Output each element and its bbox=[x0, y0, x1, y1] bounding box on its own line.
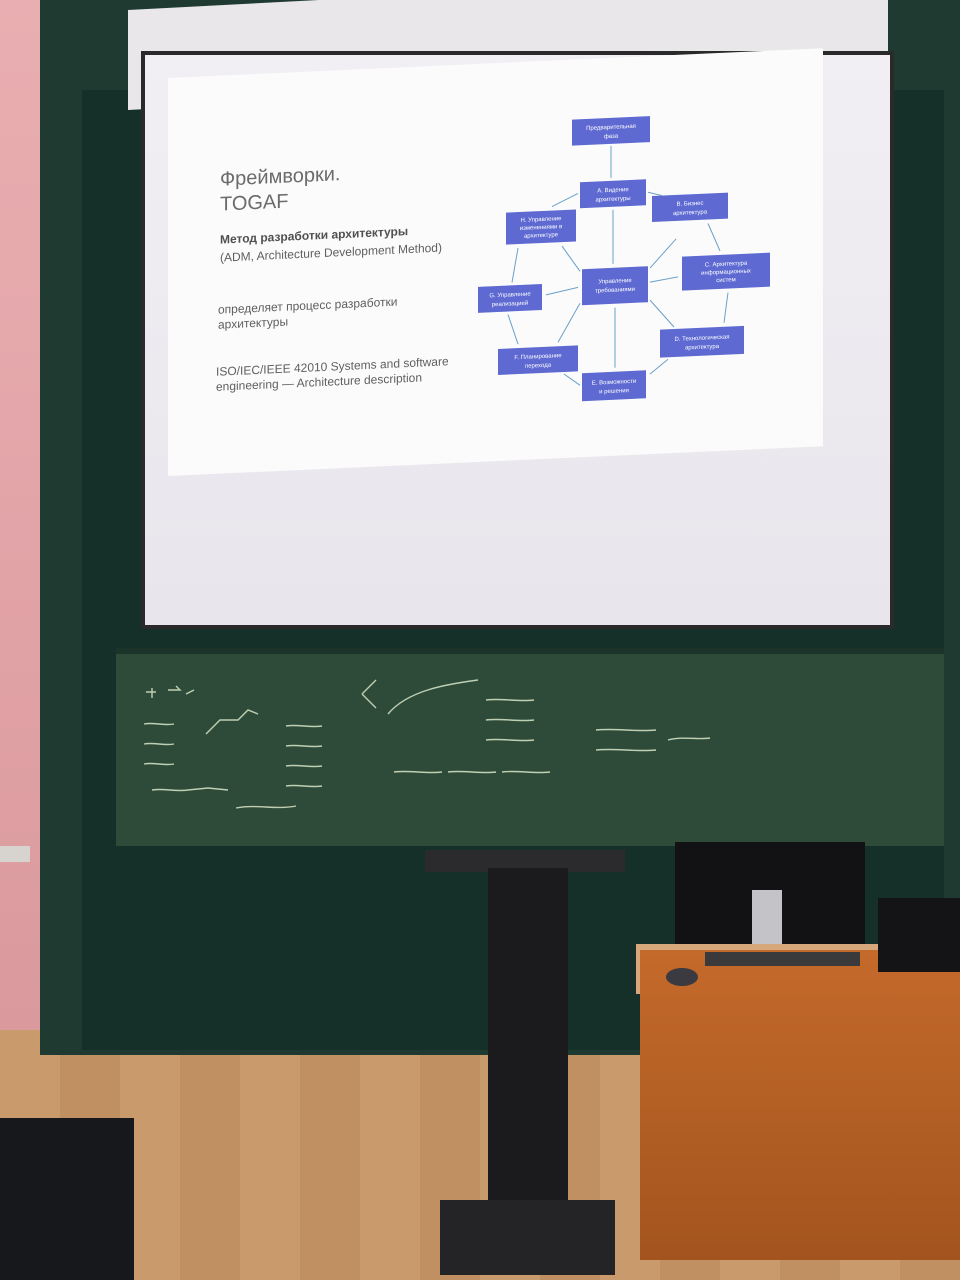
box-g-line-1: G. Управление bbox=[489, 292, 531, 300]
arrow-f-g bbox=[507, 314, 519, 345]
box-f-line-2: перехода bbox=[525, 363, 552, 370]
arrow-h-a bbox=[551, 192, 579, 208]
chair bbox=[0, 1118, 134, 1280]
podium bbox=[488, 868, 568, 1238]
arrow-h-center bbox=[561, 245, 581, 272]
chalk-formula-2 bbox=[143, 722, 175, 766]
chalk-formula-6 bbox=[595, 728, 711, 752]
box-b-line-1: B. Бизнес bbox=[676, 201, 703, 208]
chalk-formula-4 bbox=[485, 698, 535, 742]
box-center-line-2: требованиями bbox=[595, 287, 635, 295]
slide-canvas: Фреймворки. TOGAF Метод разработки архит… bbox=[216, 116, 770, 402]
box-g-line-2: реализацией bbox=[492, 300, 528, 309]
arrow-f-center bbox=[557, 303, 581, 343]
box-f-line-1: F. Планирование bbox=[514, 353, 562, 361]
box-a-line-2: архитектуры bbox=[595, 196, 630, 204]
box-prelim-line-1: Предварительная bbox=[586, 124, 636, 132]
box-a bbox=[580, 179, 646, 209]
box-c-line-1: C. Архитектура bbox=[705, 261, 748, 269]
adm-diagram: Предварительная фаза A. Видение архитект… bbox=[478, 116, 770, 402]
box-h-line-2: изменениями в bbox=[520, 224, 562, 232]
box-b bbox=[652, 192, 728, 223]
chalk-strokes bbox=[143, 679, 711, 809]
chalk-formula-5 bbox=[393, 770, 551, 774]
diagram-arrows bbox=[507, 145, 729, 386]
chalk-formula-1 bbox=[146, 685, 195, 698]
mouse bbox=[666, 968, 698, 986]
box-d bbox=[660, 325, 744, 358]
box-e bbox=[582, 370, 646, 402]
box-g bbox=[478, 284, 542, 313]
box-h-line-3: архитектуре bbox=[524, 232, 559, 240]
keyboard bbox=[705, 952, 860, 966]
chalkboard bbox=[116, 648, 944, 846]
arrow-a-b bbox=[647, 191, 663, 197]
slide: Фреймворки. TOGAF Метод разработки архит… bbox=[168, 48, 823, 476]
arrow-d-center bbox=[649, 299, 675, 328]
power-outlet bbox=[0, 846, 30, 862]
chalk-writing bbox=[143, 679, 711, 809]
arrow-g-h bbox=[511, 248, 519, 283]
arrow-c-d bbox=[723, 292, 729, 323]
chalk-formula-3 bbox=[285, 724, 323, 788]
box-b-line-2: архитектура bbox=[673, 209, 708, 217]
box-e-line-2: и решения bbox=[599, 388, 629, 395]
box-prelim bbox=[572, 116, 650, 146]
box-f bbox=[498, 345, 578, 376]
box-c bbox=[682, 252, 770, 291]
box-d-line-2: архитектура bbox=[685, 344, 720, 352]
chalk-curve-2 bbox=[361, 679, 479, 715]
box-center-line-1: Управление bbox=[598, 278, 632, 286]
chalk-curve-1 bbox=[205, 709, 259, 735]
podium-base bbox=[440, 1200, 615, 1275]
box-a-line-1: A. Видение bbox=[597, 187, 629, 194]
box-prelim-line-2: фаза bbox=[604, 134, 619, 141]
arrow-e-f bbox=[563, 373, 581, 386]
podium-top bbox=[425, 850, 625, 872]
box-e-line-1: E. Возможности bbox=[592, 379, 637, 387]
arrow-d-e bbox=[649, 358, 669, 375]
box-c-line-2: информационных bbox=[701, 269, 751, 277]
arrow-b-c bbox=[707, 223, 721, 252]
box-h-line-1: H. Управление bbox=[520, 216, 562, 224]
arrow-b-center bbox=[649, 238, 677, 269]
laptop bbox=[878, 898, 960, 972]
box-h bbox=[506, 209, 576, 245]
arrow-c-center bbox=[649, 276, 679, 283]
box-c-line-3: систем bbox=[716, 277, 735, 284]
slide-title-line-1: Фреймворки. bbox=[220, 163, 340, 190]
box-center bbox=[582, 266, 648, 306]
slide-title-line-2: TOGAF bbox=[220, 191, 288, 216]
chalk-formula-7 bbox=[151, 787, 297, 809]
arrow-g-center bbox=[545, 286, 579, 296]
desk bbox=[640, 950, 960, 1260]
slide-para1-line-2: архитектуры bbox=[218, 315, 288, 332]
box-d-line-1: D. Технологическая bbox=[675, 335, 730, 343]
slide-para1-line-1: определяет процесс разработки bbox=[218, 295, 397, 317]
